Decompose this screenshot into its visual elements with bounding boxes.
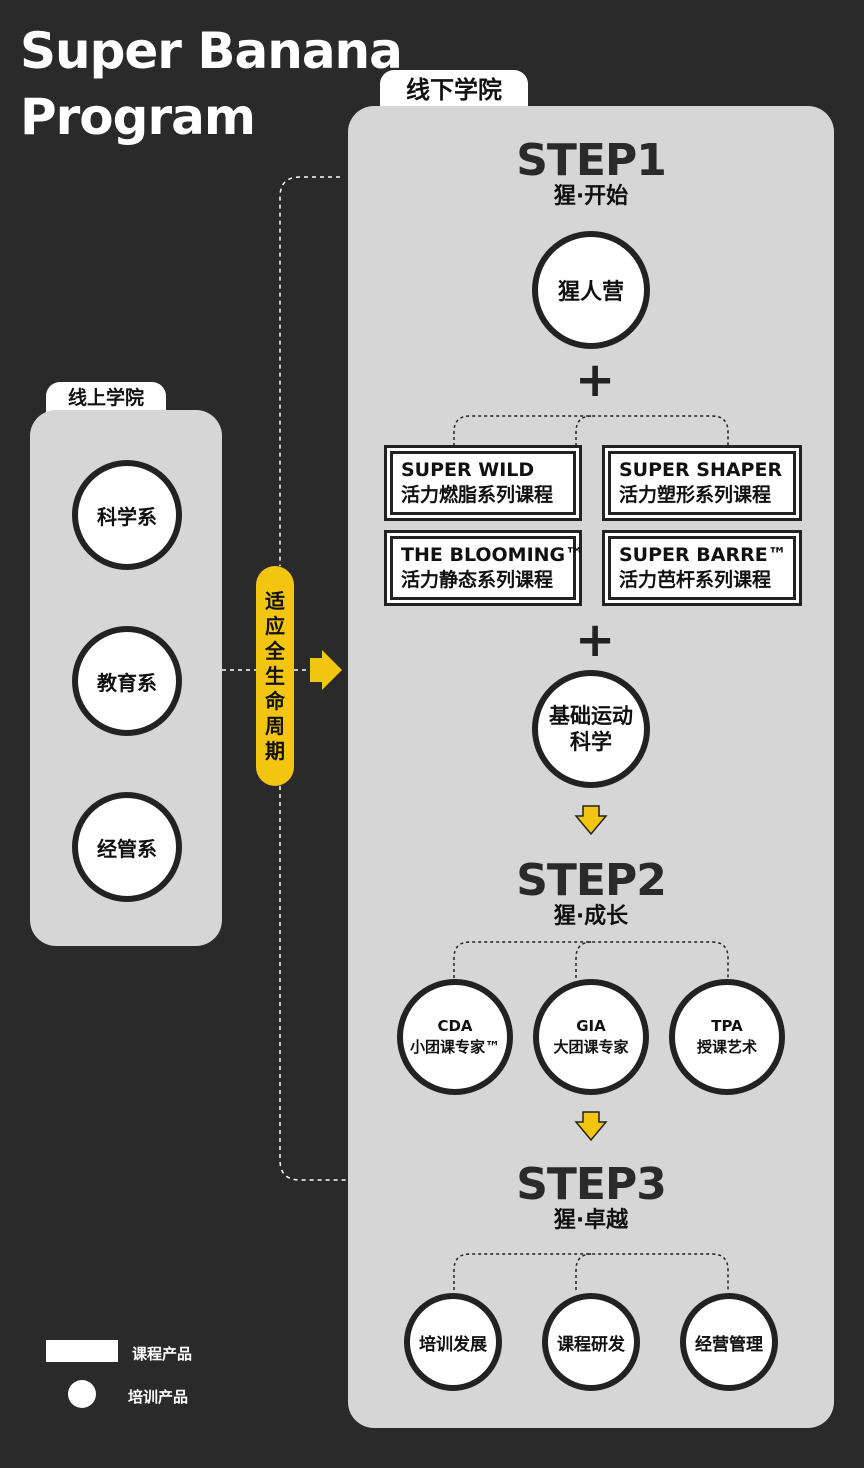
basic-line-2: 科学 <box>570 730 612 754</box>
plus-icon: + <box>575 352 616 408</box>
step3-branch-mid <box>575 1253 593 1290</box>
course-desc: 活力燃脂系列课程 <box>401 484 554 506</box>
basic-sports-science-node: 基础运动 科学 <box>532 670 650 788</box>
step2-heading: STEP2 猩·成长 <box>348 858 834 930</box>
step1-title: STEP1 <box>516 135 667 186</box>
lifecycle-char: 应 <box>265 613 285 638</box>
step2-cda-node: CDA 小团课专家™ <box>397 979 513 1095</box>
camp-node: 猩人营 <box>532 231 650 349</box>
online-item-science-label: 科学系 <box>97 504 157 529</box>
course-name: SUPER BARRE™ <box>619 544 787 566</box>
step2-branch-mid <box>575 941 593 978</box>
offline-academy-tab: 线下学院 <box>380 70 528 110</box>
gia-line-2: 大团课专家 <box>553 1038 629 1056</box>
step3-heading: STEP3 猩·卓越 <box>348 1162 834 1234</box>
title-line-1: Super Banana <box>20 22 403 80</box>
course-branch-line <box>453 415 729 446</box>
arrow-right-icon <box>310 650 342 690</box>
step1-subtitle: 猩·开始 <box>553 184 629 209</box>
tpa-line-2: 授课艺术 <box>696 1038 757 1056</box>
online-item-management-label: 经管系 <box>97 836 157 861</box>
lifecycle-char: 适 <box>265 588 285 613</box>
camp-label: 猩人营 <box>557 280 624 305</box>
cda-line-2: 小团课专家™ <box>409 1038 500 1056</box>
step3-branch-line <box>453 1253 729 1290</box>
step3-management-node: 经营管理 <box>680 1293 778 1391</box>
step2-subtitle: 猩·成长 <box>553 904 629 929</box>
step3-title: STEP3 <box>516 1159 667 1210</box>
lifecycle-char: 命 <box>265 688 285 713</box>
step3-training-node: 培训发展 <box>404 1293 502 1391</box>
online-item-education: 教育系 <box>72 626 182 736</box>
course-super-barre: SUPER BARRE™ 活力芭杆系列课程 <box>608 536 796 600</box>
course-desc: 活力芭杆系列课程 <box>619 569 772 591</box>
step3-subtitle: 猩·卓越 <box>553 1208 629 1233</box>
step2-tpa-node: TPA 授课艺术 <box>669 979 785 1095</box>
lifecycle-pill: 适 应 全 生 命 周 期 <box>256 566 294 786</box>
step3-course-dev-node: 课程研发 <box>542 1293 640 1391</box>
step2-gia-node: GIA 大团课专家 <box>533 979 649 1095</box>
gia-line-1: GIA <box>576 1017 606 1035</box>
arrow-down-icon <box>574 1111 608 1142</box>
online-item-management: 经管系 <box>72 792 182 902</box>
tpa-line-1: TPA <box>711 1017 743 1035</box>
lifecycle-char: 生 <box>265 663 285 688</box>
online-item-science: 科学系 <box>72 460 182 570</box>
online-item-education-label: 教育系 <box>97 670 157 695</box>
lifecycle-char: 全 <box>265 638 285 663</box>
dashed-line-bottom <box>279 786 346 1181</box>
course-desc: 活力塑形系列课程 <box>619 484 772 506</box>
page-title: Super Banana Program <box>20 18 403 150</box>
lifecycle-char: 周 <box>265 713 285 738</box>
management-label: 经营管理 <box>695 1334 763 1355</box>
step2-title: STEP2 <box>516 855 667 906</box>
arrow-down-icon <box>574 805 608 836</box>
legend-circle-swatch <box>68 1380 96 1408</box>
title-line-2: Program <box>20 88 256 146</box>
course-desc: 活力静态系列课程 <box>401 569 554 591</box>
legend-circle-label: 培训产品 <box>128 1388 189 1406</box>
course-dev-label: 课程研发 <box>557 1334 625 1355</box>
step2-branch-line <box>453 941 729 978</box>
legend-rect-label: 课程产品 <box>132 1345 193 1363</box>
plus-icon: + <box>575 612 616 668</box>
online-academy-tab: 线上学院 <box>46 382 166 414</box>
course-the-blooming: THE BLOOMING™ 活力静态系列课程 <box>390 536 585 600</box>
course-name: THE BLOOMING™ <box>401 544 585 566</box>
basic-line-1: 基础运动 <box>549 704 633 728</box>
course-branch-mid <box>575 415 593 446</box>
cda-line-1: CDA <box>437 1017 473 1035</box>
step1-heading: STEP1 猩·开始 <box>348 138 834 210</box>
lifecycle-char: 期 <box>265 738 285 763</box>
course-super-shaper: SUPER SHAPER 活力塑形系列课程 <box>608 451 796 515</box>
course-name: SUPER WILD <box>401 459 535 481</box>
training-label: 培训发展 <box>419 1334 487 1355</box>
legend-rect-swatch <box>46 1340 118 1362</box>
course-name: SUPER SHAPER <box>619 459 783 481</box>
dashed-line-top <box>279 176 340 566</box>
course-super-wild: SUPER WILD 活力燃脂系列课程 <box>390 451 576 515</box>
